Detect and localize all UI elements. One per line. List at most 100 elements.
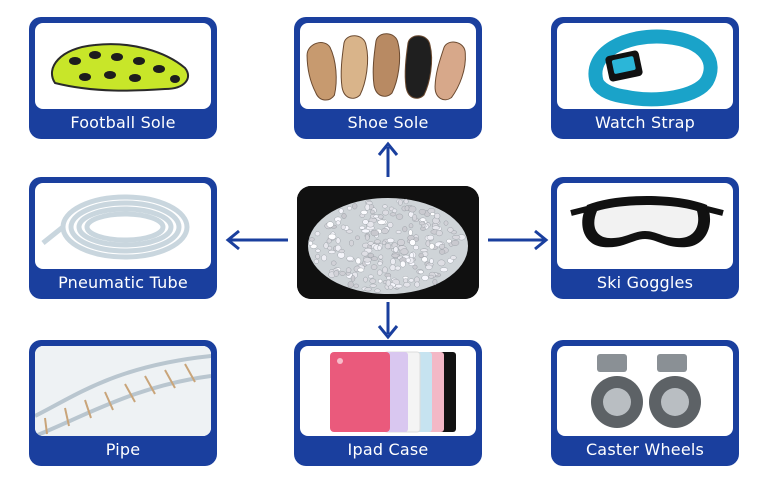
granule: [339, 271, 346, 276]
shoe-sole-card: Shoe Sole: [294, 17, 482, 139]
granule: [381, 240, 387, 245]
granule: [418, 208, 427, 215]
granule: [377, 245, 382, 251]
granule: [335, 237, 341, 244]
ski-goggles-card: Ski Goggles: [551, 177, 739, 299]
arrow-left-icon: [225, 229, 288, 251]
granule: [429, 258, 434, 264]
granule: [419, 217, 427, 222]
granule: [349, 239, 354, 247]
granule: [421, 275, 429, 281]
granule: [452, 235, 461, 240]
granule: [408, 278, 415, 283]
granule: [439, 267, 448, 273]
granule: [412, 264, 418, 270]
plastic-granules-image: [297, 186, 479, 299]
granule: [419, 221, 426, 226]
granule: [402, 226, 408, 233]
granule: [386, 237, 395, 243]
granule: [331, 260, 337, 266]
pipe-label: Pipe: [105, 440, 141, 459]
granule: [426, 234, 435, 241]
granule: [377, 261, 383, 266]
granule: [353, 283, 359, 289]
granule: [395, 283, 403, 289]
granule: [425, 240, 431, 247]
shoe-sole-label: Shoe Sole: [347, 113, 429, 132]
granule: [365, 234, 370, 241]
granule: [389, 264, 396, 271]
granule: [391, 253, 400, 258]
granule: [364, 203, 370, 211]
granule: [418, 252, 424, 259]
granule: [338, 249, 345, 254]
granule: [431, 225, 440, 230]
granule: [382, 209, 389, 216]
granule: [364, 287, 372, 292]
watch-strap-image: [557, 23, 733, 109]
granule: [374, 288, 381, 293]
granule: [347, 206, 352, 211]
football-sole-image: [35, 23, 211, 109]
granule: [328, 249, 336, 254]
football-sole-card: Football Sole: [29, 17, 217, 139]
football-sole-label: Football Sole: [70, 113, 176, 132]
granule: [400, 248, 409, 255]
granule: [384, 243, 392, 250]
granule: [378, 214, 384, 220]
granule: [335, 220, 341, 226]
granule: [355, 235, 360, 240]
ski-goggles-label: Ski Goggles: [596, 273, 694, 292]
granule: [432, 278, 438, 286]
shoe-sole-image: [300, 23, 476, 109]
granule: [395, 213, 404, 220]
granule: [405, 257, 411, 263]
pneumatic-tube-card: Pneumatic Tube: [29, 177, 217, 299]
granule: [327, 233, 337, 240]
granule: [382, 204, 388, 209]
arrow-down-icon: [377, 302, 399, 340]
granule: [382, 266, 388, 274]
granule: [373, 214, 379, 219]
granule: [388, 284, 394, 290]
pneumatic-tube-image: [35, 183, 211, 269]
granule: [370, 264, 378, 270]
caster-wheels-card: Caster Wheels: [551, 340, 739, 466]
pipe-image: [35, 346, 211, 436]
granule: [389, 212, 397, 217]
granule: [428, 274, 435, 279]
granule: [398, 199, 403, 206]
granule: [450, 255, 457, 260]
pneumatic-tube-label: Pneumatic Tube: [58, 273, 188, 292]
granule: [404, 205, 410, 212]
granule: [439, 249, 446, 255]
caster-wheels-label: Caster Wheels: [585, 440, 705, 459]
granule: [430, 212, 436, 216]
granule: [369, 278, 377, 284]
granule: [333, 270, 339, 277]
granule: [346, 255, 354, 262]
granule: [361, 250, 369, 257]
granule: [437, 259, 446, 267]
granule: [412, 214, 418, 221]
granule: [397, 239, 405, 246]
granule: [363, 257, 372, 263]
granule: [314, 231, 321, 237]
granule: [443, 220, 449, 226]
granule: [326, 221, 334, 228]
granule: [387, 222, 394, 228]
granule: [340, 224, 346, 230]
granule: [363, 276, 368, 283]
granule: [370, 229, 379, 237]
pipe-card: Pipe: [29, 340, 217, 466]
granule: [345, 229, 353, 234]
caster-wheels-image: [557, 346, 733, 436]
granule: [408, 205, 417, 213]
granule: [368, 274, 374, 279]
granule: [403, 282, 411, 288]
granule: [308, 240, 313, 246]
arrow-up-icon: [377, 141, 399, 177]
granule: [315, 248, 321, 253]
watch-strap-card: Watch Strap: [551, 17, 739, 139]
granule: [374, 239, 381, 244]
